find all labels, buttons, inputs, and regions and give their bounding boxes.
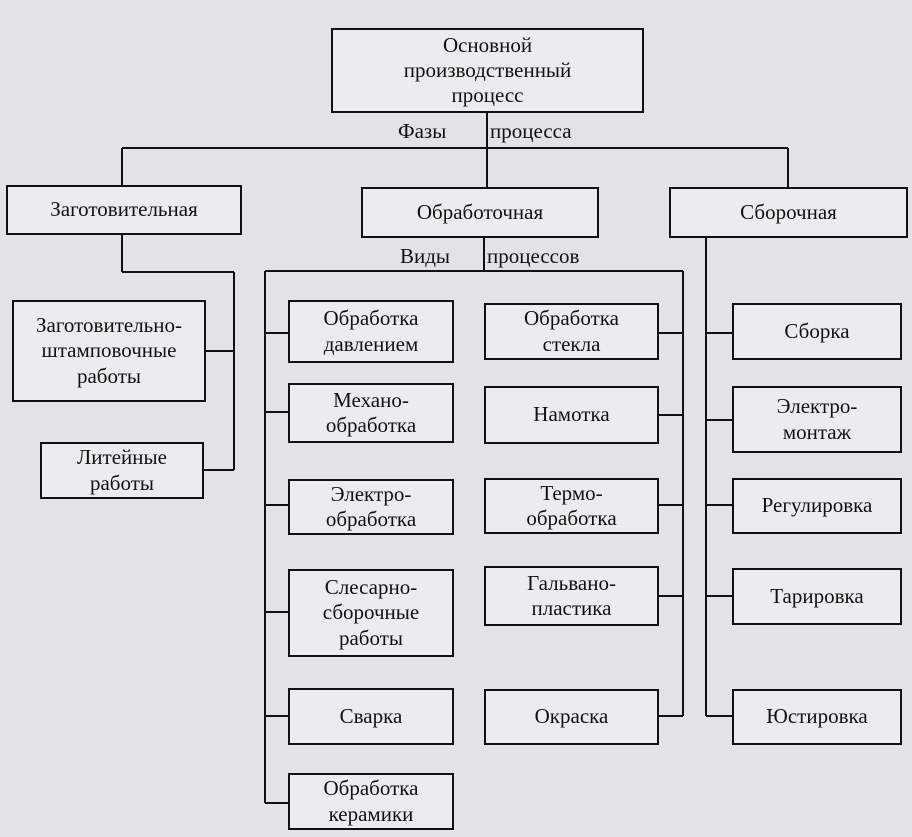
- assy-label: Электро-монтаж: [776, 394, 858, 444]
- assy-label: Юстировка: [766, 704, 868, 729]
- kinds-label-left: Виды: [400, 244, 451, 268]
- phase-assy-box: Сборочная: [669, 187, 908, 238]
- proc-left-label: Электро-обработка: [325, 481, 417, 531]
- phase-prep-label: Заготовительная: [50, 197, 198, 222]
- proc-right-box: Намотка: [484, 386, 659, 444]
- proc-left-label: Слесарно-сборочные работы: [322, 575, 420, 650]
- proc-right-label: Обработка стекла: [524, 306, 619, 356]
- assy-label: Регулировка: [761, 493, 873, 518]
- proc-right-label: Термо-обработка: [526, 480, 617, 530]
- assy-box: Сборка: [732, 303, 902, 360]
- proc-left-box: Обработка давлением: [288, 300, 454, 363]
- phase-assy-label: Сборочная: [740, 199, 837, 224]
- phases-label-right: процесса: [490, 119, 572, 143]
- proc-left-label: Обработка давлением: [323, 306, 419, 356]
- prep-item-box: Заготовительно-штамповочные работы: [12, 300, 206, 402]
- kinds-label-right: процессов: [487, 244, 580, 268]
- assy-box: Электро-монтаж: [732, 386, 902, 453]
- proc-left-box: Слесарно-сборочные работы: [288, 569, 454, 657]
- proc-left-label: Механо-обработка: [325, 387, 417, 437]
- proc-right-box: Гальвано-пластика: [484, 566, 659, 626]
- assy-box: Регулировка: [732, 478, 902, 534]
- prep-item-box: Литейные работы: [40, 442, 204, 499]
- phase-prep-box: Заготовительная: [6, 185, 242, 235]
- assy-label: Тарировка: [770, 583, 864, 608]
- phases-label-left: Фазы: [398, 119, 447, 143]
- proc-right-label: Гальвано-пластика: [527, 570, 616, 620]
- assy-box: Юстировка: [732, 689, 902, 745]
- assy-label: Сборка: [784, 318, 850, 343]
- proc-left-label: Обработка керамики: [323, 776, 419, 826]
- proc-right-label: Намотка: [533, 402, 610, 427]
- phase-proc-label: Обработочная: [416, 199, 544, 224]
- proc-right-label: Окраска: [534, 704, 609, 729]
- prep-item-label: Заготовительно-штамповочные работы: [36, 313, 182, 388]
- phase-proc-box: Обработочная: [361, 187, 599, 238]
- root-title: Основной производственный процесс: [403, 32, 572, 108]
- proc-right-box: Обработка стекла: [484, 303, 659, 360]
- proc-right-box: Окраска: [484, 689, 659, 745]
- proc-left-box: Сварка: [288, 688, 454, 745]
- proc-left-label: Сварка: [339, 703, 403, 728]
- proc-left-box: Электро-обработка: [288, 479, 454, 535]
- proc-left-box: Механо-обработка: [288, 383, 454, 443]
- prep-item-label: Литейные работы: [77, 445, 167, 495]
- assy-box: Тарировка: [732, 568, 902, 625]
- root-box: Основной производственный процесс: [331, 28, 644, 113]
- proc-left-box: Обработка керамики: [288, 773, 454, 830]
- proc-right-box: Термо-обработка: [484, 478, 659, 534]
